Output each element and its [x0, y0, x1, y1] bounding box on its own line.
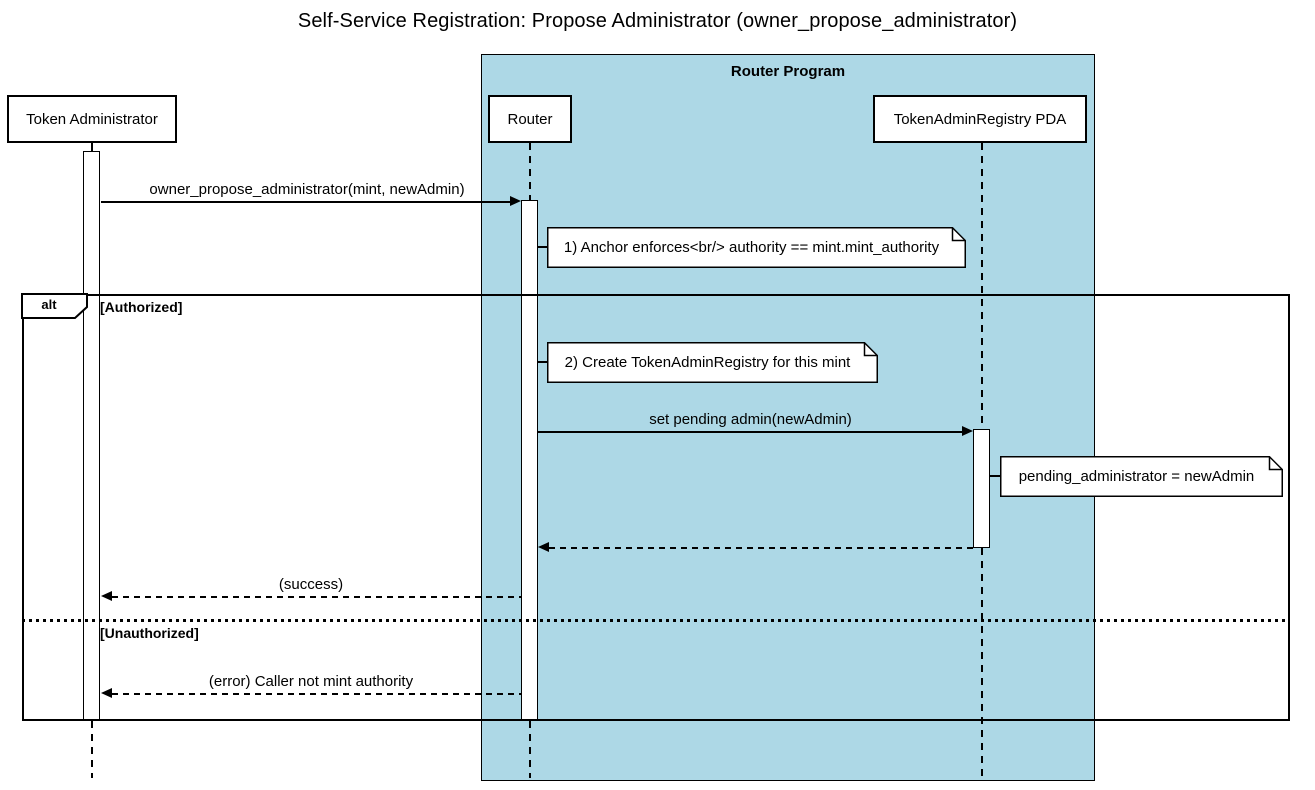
message-label: set pending admin(newAdmin)	[649, 411, 852, 428]
alt-operator-pentagon	[21, 293, 88, 319]
message-line	[112, 596, 521, 598]
arrowhead-left-icon	[101, 688, 112, 698]
router-program-container	[481, 54, 1095, 781]
alt-operator-label: alt	[41, 297, 57, 312]
diagram-title: Self-Service Registration: Propose Admin…	[297, 10, 1018, 32]
note-shape	[547, 342, 878, 383]
lifeline-registry-pda-lower	[981, 548, 983, 778]
arrowhead-right-icon	[962, 426, 973, 436]
message-label: (success)	[278, 576, 344, 593]
message-label: (error) Caller not mint authority	[208, 673, 414, 690]
note-shape	[547, 227, 966, 268]
note-label: 1) Anchor enforces<br/> authority == min…	[563, 239, 940, 256]
message-label: owner_propose_administrator(mint, newAdm…	[149, 181, 465, 198]
participant-token-administrator: Token Administrator	[7, 95, 177, 143]
lifeline-router-lower	[529, 721, 531, 778]
message-line	[538, 431, 963, 433]
note-anchor-enforces: 1) Anchor enforces<br/> authority == min…	[547, 227, 966, 268]
note-create-registry: 2) Create TokenAdminRegistry for this mi…	[547, 342, 878, 383]
participant-router: Router	[488, 95, 572, 143]
participant-label: Router	[507, 110, 553, 128]
alt-fragment	[22, 294, 1290, 721]
participant-registry-pda: TokenAdminRegistry PDA	[873, 95, 1087, 143]
alt-condition-authorized: [Authorized]	[100, 299, 183, 315]
note-connector	[990, 475, 1000, 477]
lifeline-token-administrator	[91, 721, 93, 778]
note-shape	[1000, 456, 1283, 497]
message-line	[101, 201, 511, 203]
lifeline-registry-pda-upper	[981, 143, 983, 429]
lifeline-router-upper	[529, 143, 531, 200]
arrowhead-left-icon	[538, 542, 549, 552]
participant-label: TokenAdminRegistry PDA	[893, 110, 1067, 128]
note-label: 2) Create TokenAdminRegistry for this mi…	[564, 354, 851, 371]
note-connector	[538, 361, 547, 363]
lifeline-token-administrator-stub	[91, 143, 93, 152]
activation-registry-pda	[973, 429, 990, 548]
message-line	[549, 547, 973, 549]
note-pending-administrator: pending_administrator = newAdmin	[1000, 456, 1283, 497]
note-connector	[538, 246, 547, 248]
participant-label: Token Administrator	[26, 110, 158, 128]
note-label: pending_administrator = newAdmin	[1018, 468, 1255, 485]
router-program-label: Router Program	[730, 63, 846, 80]
alt-divider	[22, 619, 1290, 622]
alt-condition-unauthorized: [Unauthorized]	[100, 625, 199, 641]
arrowhead-right-icon	[510, 196, 521, 206]
message-line	[112, 693, 521, 695]
arrowhead-left-icon	[101, 591, 112, 601]
